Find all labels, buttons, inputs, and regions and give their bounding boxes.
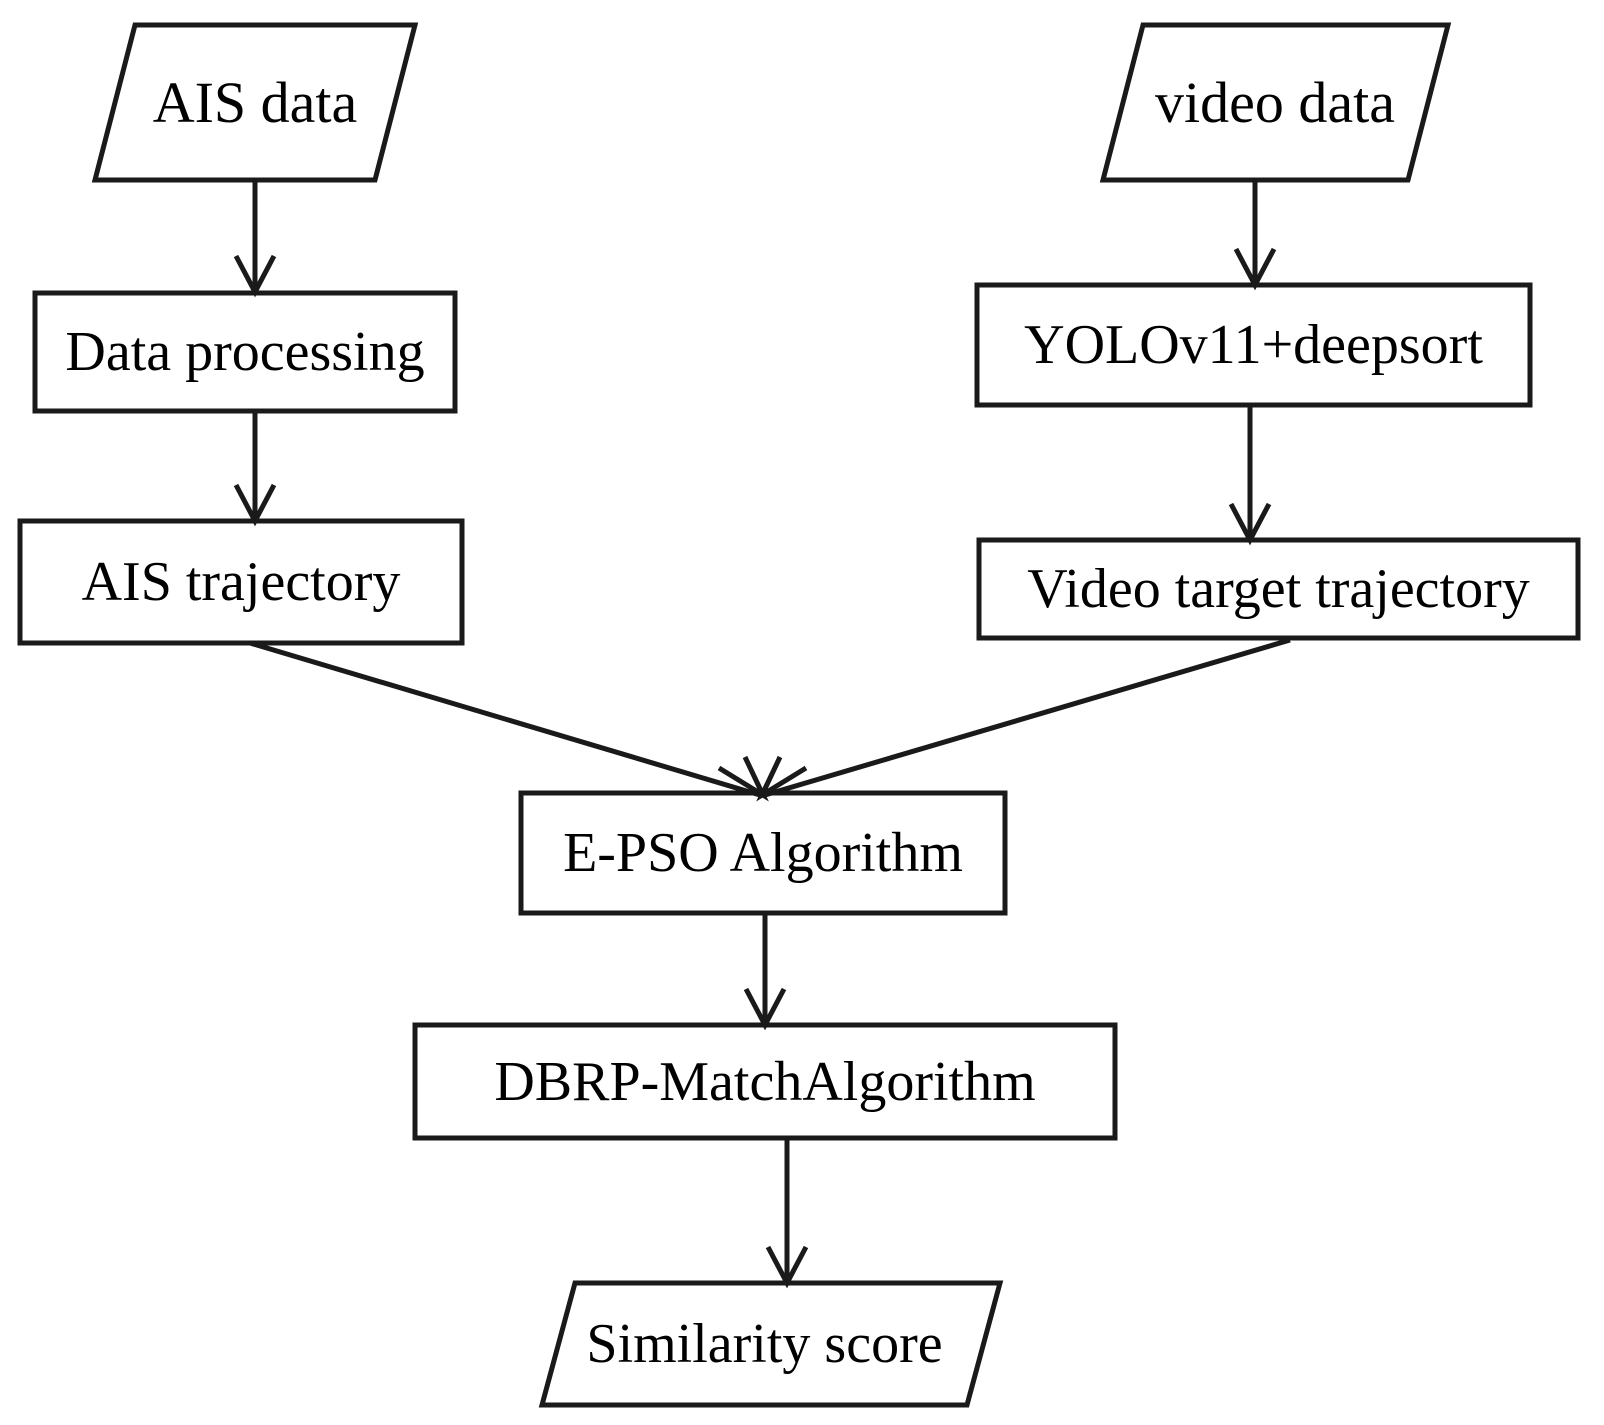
node-shape-ais-data[interactable] (91, 22, 419, 183)
node-shape-video-target-trajectory[interactable] (976, 537, 1581, 641)
node-shape-e-pso-algorithm[interactable] (518, 790, 1008, 916)
node-shape-yolo-deepsort[interactable] (974, 282, 1533, 408)
edge-ais-trajectory-to-e-pso-algorithm (249, 640, 769, 802)
node-shape-data-processing[interactable] (32, 290, 458, 414)
node-shape-ais-trajectory[interactable] (17, 518, 465, 646)
edge-yolo-deepsort-to-video-target-trajectory (1228, 405, 1272, 546)
node-shape-video-data[interactable] (1099, 22, 1452, 183)
edge-video-target-trajectory-to-e-pso-algorithm (756, 637, 1291, 802)
edge-data-processing-to-ais-trajectory (233, 411, 277, 527)
edge-ais-data-to-data-processing (233, 180, 277, 298)
edge-dbrp-match-algorithm-to-similarity-score (765, 1138, 809, 1289)
edge-e-pso-algorithm-to-dbrp-match-algorithm (743, 913, 787, 1031)
node-shape-dbrp-match-algorithm[interactable] (412, 1022, 1118, 1141)
node-shape-similarity-score[interactable] (538, 1280, 1004, 1408)
edge-video-data-to-yolo-deepsort (1233, 180, 1277, 291)
